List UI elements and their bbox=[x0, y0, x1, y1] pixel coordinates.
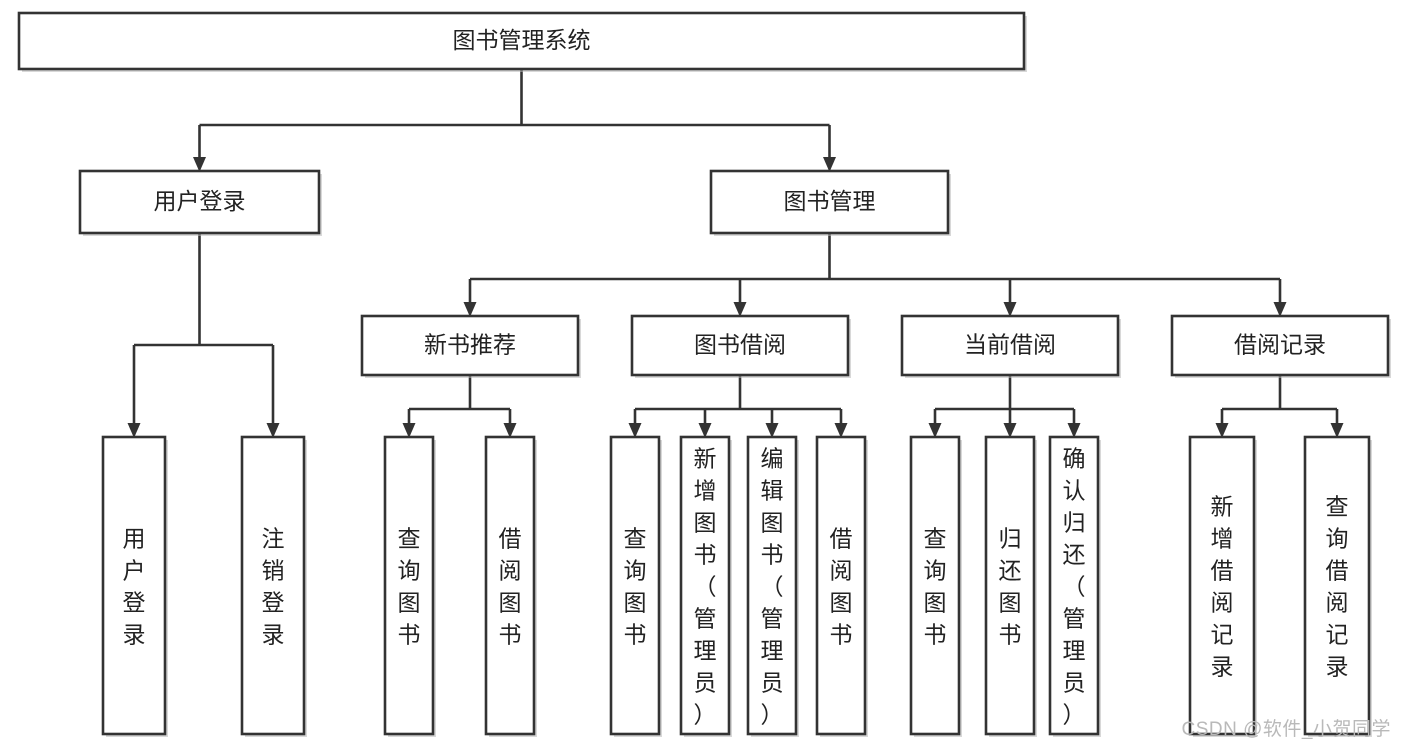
node-leaf-rec-borrow-book[interactable]: 借阅图书 bbox=[484, 435, 537, 737]
edge-arrowhead bbox=[402, 423, 416, 438]
edge-arrowhead bbox=[1330, 423, 1344, 438]
edge-arrowhead bbox=[628, 423, 642, 438]
node-leaf-bb-edit-book[interactable]: 编辑图书（管理员） bbox=[746, 435, 799, 737]
node-label: 借阅图书 bbox=[499, 525, 522, 647]
nodes-layer: 图书管理系统用户登录图书管理新书推荐图书借阅当前借阅借阅记录用户登录注销登录查询… bbox=[17, 11, 1391, 737]
node-leaf-cb-return-book[interactable]: 归还图书 bbox=[984, 435, 1037, 737]
edge-arrowhead bbox=[1215, 423, 1229, 438]
edge-arrowhead bbox=[928, 423, 942, 438]
node-rect-leaf[interactable] bbox=[679, 435, 731, 736]
node-label: 确认归还（管理员） bbox=[1063, 445, 1086, 727]
node-label: 图书管理 bbox=[784, 188, 876, 214]
node-l2-borrow-record[interactable]: 借阅记录 bbox=[1170, 314, 1391, 378]
node-l2-book-borrow[interactable]: 图书借阅 bbox=[630, 314, 851, 378]
node-leaf-bb-add-book[interactable]: 新增图书（管理员） bbox=[679, 435, 732, 737]
node-label: 新增借阅记录 bbox=[1211, 493, 1234, 679]
node-label: 当前借阅 bbox=[964, 332, 1056, 358]
node-label: 借阅图书 bbox=[830, 525, 853, 647]
node-rect-leaf[interactable] bbox=[383, 435, 435, 736]
node-rect-leaf[interactable] bbox=[746, 435, 798, 736]
edge-arrowhead bbox=[1273, 302, 1287, 317]
edge-arrowhead bbox=[765, 423, 779, 438]
node-label: 编辑图书（管理员） bbox=[761, 445, 784, 727]
edge-arrowhead bbox=[698, 423, 712, 438]
node-leaf-bb-query-book[interactable]: 查询图书 bbox=[609, 435, 662, 737]
node-leaf-cb-query-book[interactable]: 查询图书 bbox=[909, 435, 962, 737]
node-rect-leaf[interactable] bbox=[101, 435, 167, 736]
edge-arrowhead bbox=[1067, 423, 1081, 438]
node-rect-leaf[interactable] bbox=[240, 435, 306, 736]
edge-arrowhead bbox=[823, 157, 836, 172]
node-rect-level2[interactable] bbox=[360, 314, 580, 377]
node-label: 注销登录 bbox=[262, 525, 285, 647]
node-leaf-rec-query-book[interactable]: 查询图书 bbox=[383, 435, 436, 737]
edge-arrowhead bbox=[834, 423, 848, 438]
node-rect-leaf[interactable] bbox=[909, 435, 961, 736]
node-l2-new-book-rec[interactable]: 新书推荐 bbox=[360, 314, 581, 378]
edge-arrowhead bbox=[463, 302, 477, 317]
node-label: 查询图书 bbox=[924, 525, 947, 647]
node-rect-leaf[interactable] bbox=[815, 435, 867, 736]
node-rect-level2[interactable] bbox=[630, 314, 850, 377]
node-label: 查询借阅记录 bbox=[1326, 493, 1349, 679]
node-l1-book-manage[interactable]: 图书管理 bbox=[709, 169, 951, 236]
node-label: 新书推荐 bbox=[424, 332, 516, 358]
node-leaf-user-login[interactable]: 用户登录 bbox=[101, 435, 168, 737]
node-label: 用户登录 bbox=[123, 525, 146, 647]
node-label: 新增图书（管理员） bbox=[694, 445, 717, 727]
node-l2-current-borrow[interactable]: 当前借阅 bbox=[900, 314, 1121, 378]
node-rect-leaf[interactable] bbox=[1048, 435, 1100, 736]
node-label: 用户登录 bbox=[154, 188, 246, 214]
node-rect-leaf[interactable] bbox=[1188, 435, 1256, 736]
node-rect-level1[interactable] bbox=[709, 169, 950, 235]
node-leaf-br-query-record[interactable]: 查询借阅记录 bbox=[1303, 435, 1372, 737]
edge-arrowhead bbox=[503, 423, 517, 438]
node-label: 借阅记录 bbox=[1234, 332, 1326, 358]
node-rect-level2[interactable] bbox=[1170, 314, 1390, 377]
node-rect-leaf[interactable] bbox=[484, 435, 536, 736]
node-label: 查询图书 bbox=[398, 525, 421, 647]
edge-arrowhead bbox=[733, 302, 747, 317]
edges-layer bbox=[127, 69, 1344, 438]
node-rect-leaf[interactable] bbox=[609, 435, 661, 736]
node-leaf-cb-confirm-return[interactable]: 确认归还（管理员） bbox=[1048, 435, 1101, 737]
node-rect-root[interactable] bbox=[17, 11, 1026, 71]
edge-arrowhead bbox=[193, 157, 206, 172]
node-root[interactable]: 图书管理系统 bbox=[17, 11, 1027, 72]
node-rect-leaf[interactable] bbox=[1303, 435, 1371, 736]
node-label: 图书管理系统 bbox=[453, 27, 591, 53]
watermark-label: CSDN @软件_小贺同学 bbox=[1181, 719, 1391, 740]
node-rect-leaf[interactable] bbox=[984, 435, 1036, 736]
node-label: 归还图书 bbox=[999, 525, 1022, 647]
node-rect-level2[interactable] bbox=[900, 314, 1120, 377]
edge-arrowhead bbox=[1003, 423, 1017, 438]
node-label: 图书借阅 bbox=[694, 332, 786, 358]
edge-arrowhead bbox=[266, 423, 280, 438]
node-rect-level1[interactable] bbox=[78, 169, 321, 235]
node-label: 查询图书 bbox=[624, 525, 647, 647]
node-leaf-br-add-record[interactable]: 新增借阅记录 bbox=[1188, 435, 1257, 737]
node-l1-user-login[interactable]: 用户登录 bbox=[78, 169, 322, 236]
edge-arrowhead bbox=[127, 423, 141, 438]
node-leaf-logout[interactable]: 注销登录 bbox=[240, 435, 307, 737]
edge-arrowhead bbox=[1003, 302, 1017, 317]
node-leaf-bb-borrow-book[interactable]: 借阅图书 bbox=[815, 435, 868, 737]
